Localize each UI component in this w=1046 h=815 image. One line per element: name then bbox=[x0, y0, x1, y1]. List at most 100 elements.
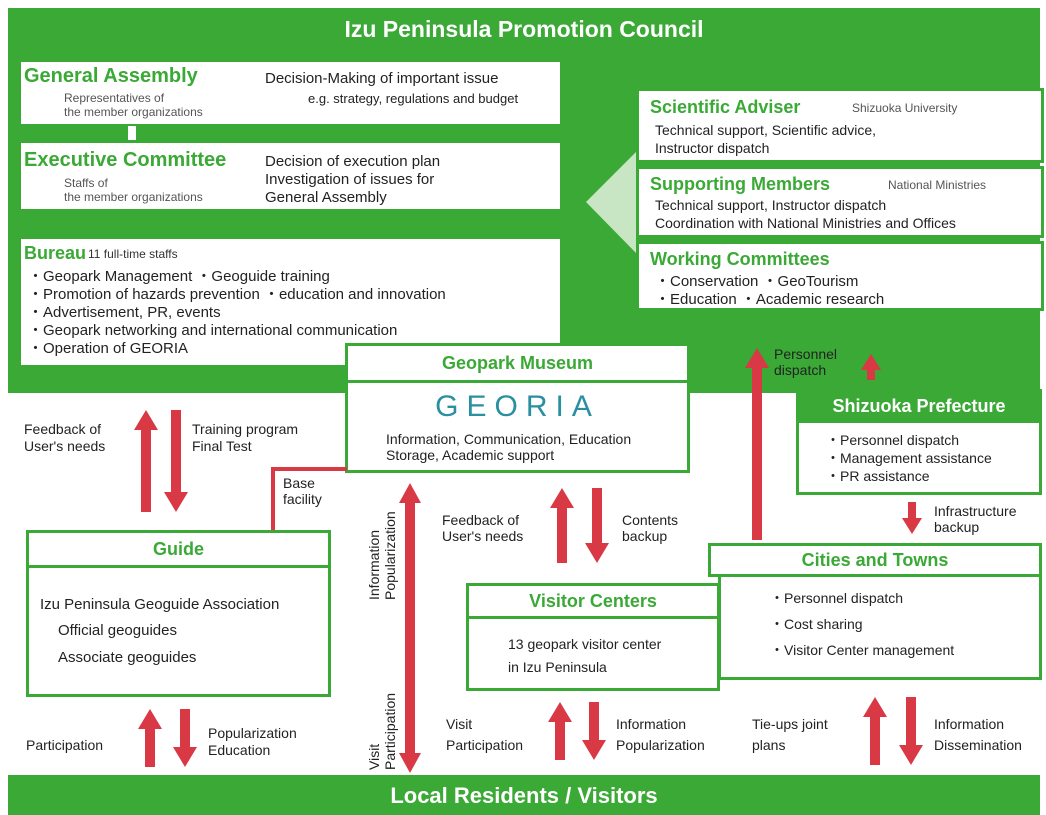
infra-label-1: Infrastructure bbox=[934, 503, 1017, 519]
supporting-members-box bbox=[636, 166, 1044, 238]
bureau-item: ・Geopark networking and international co… bbox=[28, 322, 398, 339]
scientific-adviser-title: Scientific Adviser bbox=[650, 97, 801, 117]
shizuoka-item: ・Management assistance bbox=[826, 450, 992, 466]
dissemination-label: Dissemination bbox=[934, 737, 1022, 753]
assembly-connector bbox=[128, 126, 136, 142]
popularization2-label: Popularization bbox=[616, 737, 705, 753]
double-arrow-icon bbox=[399, 483, 421, 773]
bureau-staff: 11 full-time staffs bbox=[88, 247, 178, 261]
georia-logo: GEORIA bbox=[435, 390, 600, 423]
tieups-label-2: plans bbox=[752, 737, 786, 753]
training-label-1: Training program bbox=[192, 421, 299, 437]
personnel-label-1: Personnel bbox=[774, 346, 838, 362]
popularization-label: Popularization bbox=[208, 725, 297, 741]
visit-part-label: Visit Participation bbox=[366, 693, 398, 770]
base-facility-label-1: Base bbox=[283, 475, 315, 491]
executive-committee-sub2: the member organizations bbox=[64, 190, 203, 204]
visit-label: Visit bbox=[446, 716, 473, 732]
bureau-item: ・Promotion of hazards prevention ・educat… bbox=[28, 286, 446, 303]
fb-mid-label-2: User's needs bbox=[442, 528, 524, 544]
working-committees-title: Working Committees bbox=[650, 249, 830, 269]
guide-line2: Official geoguides bbox=[58, 622, 177, 639]
shizuoka-item: ・PR assistance bbox=[826, 468, 930, 484]
executive-committee-desc2: Investigation of issues for bbox=[265, 171, 435, 188]
local-residents-title: Local Residents / Visitors bbox=[390, 783, 658, 808]
working-committees-box bbox=[636, 241, 1044, 311]
information2-label: Information bbox=[934, 716, 1005, 732]
general-assembly-sub1: Representatives of bbox=[64, 91, 165, 105]
supporting-members-title: Supporting Members bbox=[650, 174, 831, 194]
up-arrow-icon bbox=[138, 709, 162, 767]
scientific-adviser-desc2: Instructor dispatch bbox=[655, 140, 770, 156]
base-facility-connector-top bbox=[271, 467, 347, 471]
cities-item: ・Personnel dispatch bbox=[770, 590, 904, 606]
training-label-2: Final Test bbox=[192, 438, 252, 454]
info-pop-label-1: Information bbox=[366, 529, 382, 600]
executive-committee-box bbox=[18, 140, 563, 212]
base-facility-connector bbox=[271, 468, 275, 530]
down-arrow-icon bbox=[582, 702, 606, 760]
feedback-label-2: User's needs bbox=[24, 438, 106, 454]
executive-committee-sub1: Staffs of bbox=[64, 176, 108, 190]
shizuoka-item: ・Personnel dispatch bbox=[826, 432, 960, 448]
up-arrow-icon bbox=[861, 354, 881, 380]
general-assembly-sub2: the member organizations bbox=[64, 105, 203, 119]
fb-mid-label-1: Feedback of bbox=[442, 512, 520, 528]
guide-line1: Izu Peninsula Geoguide Association bbox=[40, 596, 280, 613]
executive-committee-title: Executive Committee bbox=[24, 149, 227, 171]
geopark-museum-desc2: Storage, Academic support bbox=[386, 447, 555, 463]
visit-part-label-1: Visit bbox=[366, 743, 382, 770]
guide-title: Guide bbox=[26, 530, 331, 568]
bureau-item: ・Geopark Management ・Geoguide training bbox=[28, 268, 330, 285]
local-residents-bar bbox=[8, 775, 1040, 815]
down-arrow-icon bbox=[173, 709, 197, 767]
down-arrow-icon bbox=[164, 410, 188, 512]
tieups-label-1: Tie-ups joint bbox=[752, 716, 828, 732]
down-arrow-icon bbox=[585, 488, 609, 563]
participation-label: Participation bbox=[26, 737, 104, 753]
executive-committee-desc1: Decision of execution plan bbox=[265, 153, 441, 170]
supporting-members-desc2: Coordination with National Ministries an… bbox=[655, 215, 956, 231]
up-arrow-icon bbox=[134, 410, 158, 512]
supporting-members-org: National Ministries bbox=[888, 178, 987, 192]
down-arrow-icon bbox=[899, 697, 923, 765]
scientific-adviser-org: Shizuoka University bbox=[852, 101, 958, 115]
personnel-label-2: dispatch bbox=[774, 362, 827, 378]
down-arrow-icon bbox=[902, 502, 922, 534]
education-label: Education bbox=[208, 742, 271, 758]
info-pop-label: Information Popularization bbox=[366, 511, 398, 600]
working-committees-line2: ・Education ・Academic research bbox=[655, 291, 885, 308]
cities-item: ・Cost sharing bbox=[770, 616, 863, 632]
general-assembly-title: General Assembly bbox=[24, 65, 198, 87]
feedback-label-1: Feedback of bbox=[24, 421, 102, 437]
cities-towns-title: Cities and Towns bbox=[708, 543, 1042, 577]
information-label: Information bbox=[616, 716, 687, 732]
participation2-label: Participation bbox=[446, 737, 524, 753]
up-arrow-icon bbox=[863, 697, 887, 765]
contents-label-2: backup bbox=[622, 528, 668, 544]
visit-part-label-2: Participation bbox=[382, 692, 398, 770]
general-assembly-desc2: e.g. strategy, regulations and budget bbox=[308, 91, 519, 106]
scientific-adviser-box bbox=[636, 88, 1044, 163]
up-arrow-icon bbox=[550, 488, 574, 563]
support-arrow-icon bbox=[586, 152, 636, 253]
up-arrow-icon bbox=[745, 348, 769, 540]
working-committees-line1: ・Conservation ・GeoTourism bbox=[655, 273, 859, 290]
base-facility-label-2: facility bbox=[283, 491, 322, 507]
supporting-members-desc1: Technical support, Instructor dispatch bbox=[655, 197, 887, 213]
cities-item: ・Visitor Center management bbox=[770, 642, 955, 658]
infra-label-2: backup bbox=[934, 519, 980, 535]
visitor-centers-line1: 13 geopark visitor center bbox=[508, 636, 662, 652]
bureau-item: ・Advertisement, PR, events bbox=[28, 304, 221, 321]
general-assembly-box bbox=[18, 59, 563, 127]
contents-label-1: Contents bbox=[622, 512, 679, 528]
info-pop-label-2: Popularization bbox=[382, 511, 398, 600]
shizuoka-prefecture-title: Shizuoka Prefecture bbox=[796, 389, 1042, 423]
scientific-adviser-desc1: Technical support, Scientific advice, bbox=[655, 122, 876, 138]
visitor-centers-line2: in Izu Peninsula bbox=[508, 659, 607, 675]
geopark-museum-desc1: Information, Communication, Education bbox=[386, 431, 632, 447]
bureau-item: ・Operation of GEORIA bbox=[28, 340, 189, 357]
bureau-title: Bureau bbox=[24, 243, 87, 263]
general-assembly-desc1: Decision-Making of important issue bbox=[265, 70, 499, 87]
